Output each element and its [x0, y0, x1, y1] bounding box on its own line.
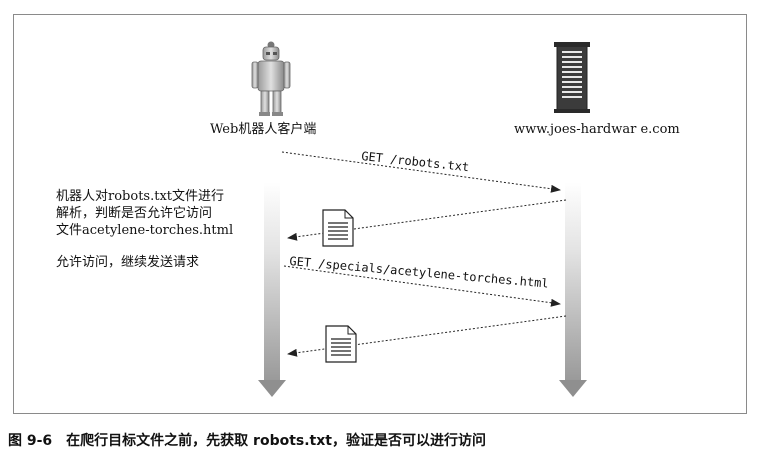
note-line: 解析，判断是否允许它访问 [56, 206, 213, 221]
figure-caption: 图 9-6 在爬行目标文件之前，先获取 robots.txt，验证是否可以进行访问 [8, 430, 486, 450]
client-lifeline [258, 182, 286, 397]
note-line: 允许访问，继续发送请求 [56, 255, 200, 270]
caption-text: 在爬行目标文件之前，先获取 robots.txt，验证是否可以进行访问 [66, 433, 486, 449]
figure-frame [13, 14, 747, 414]
server-icon [554, 42, 590, 113]
document-icon [322, 209, 354, 247]
note-line: 机器人对robots.txt文件进行 [56, 189, 224, 204]
robot-icon [251, 41, 291, 116]
request-page-arrow [283, 265, 561, 307]
client-label: Web机器人客户端 [210, 122, 317, 137]
server-label: www.joes-hardwar e.com [514, 122, 680, 137]
request-robots-arrow [281, 151, 561, 193]
caption-number: 图 9-6 [8, 433, 53, 449]
document-icon [325, 325, 357, 363]
server-lifeline [559, 182, 587, 397]
note-line: 文件acetylene-torches.html [56, 223, 234, 238]
